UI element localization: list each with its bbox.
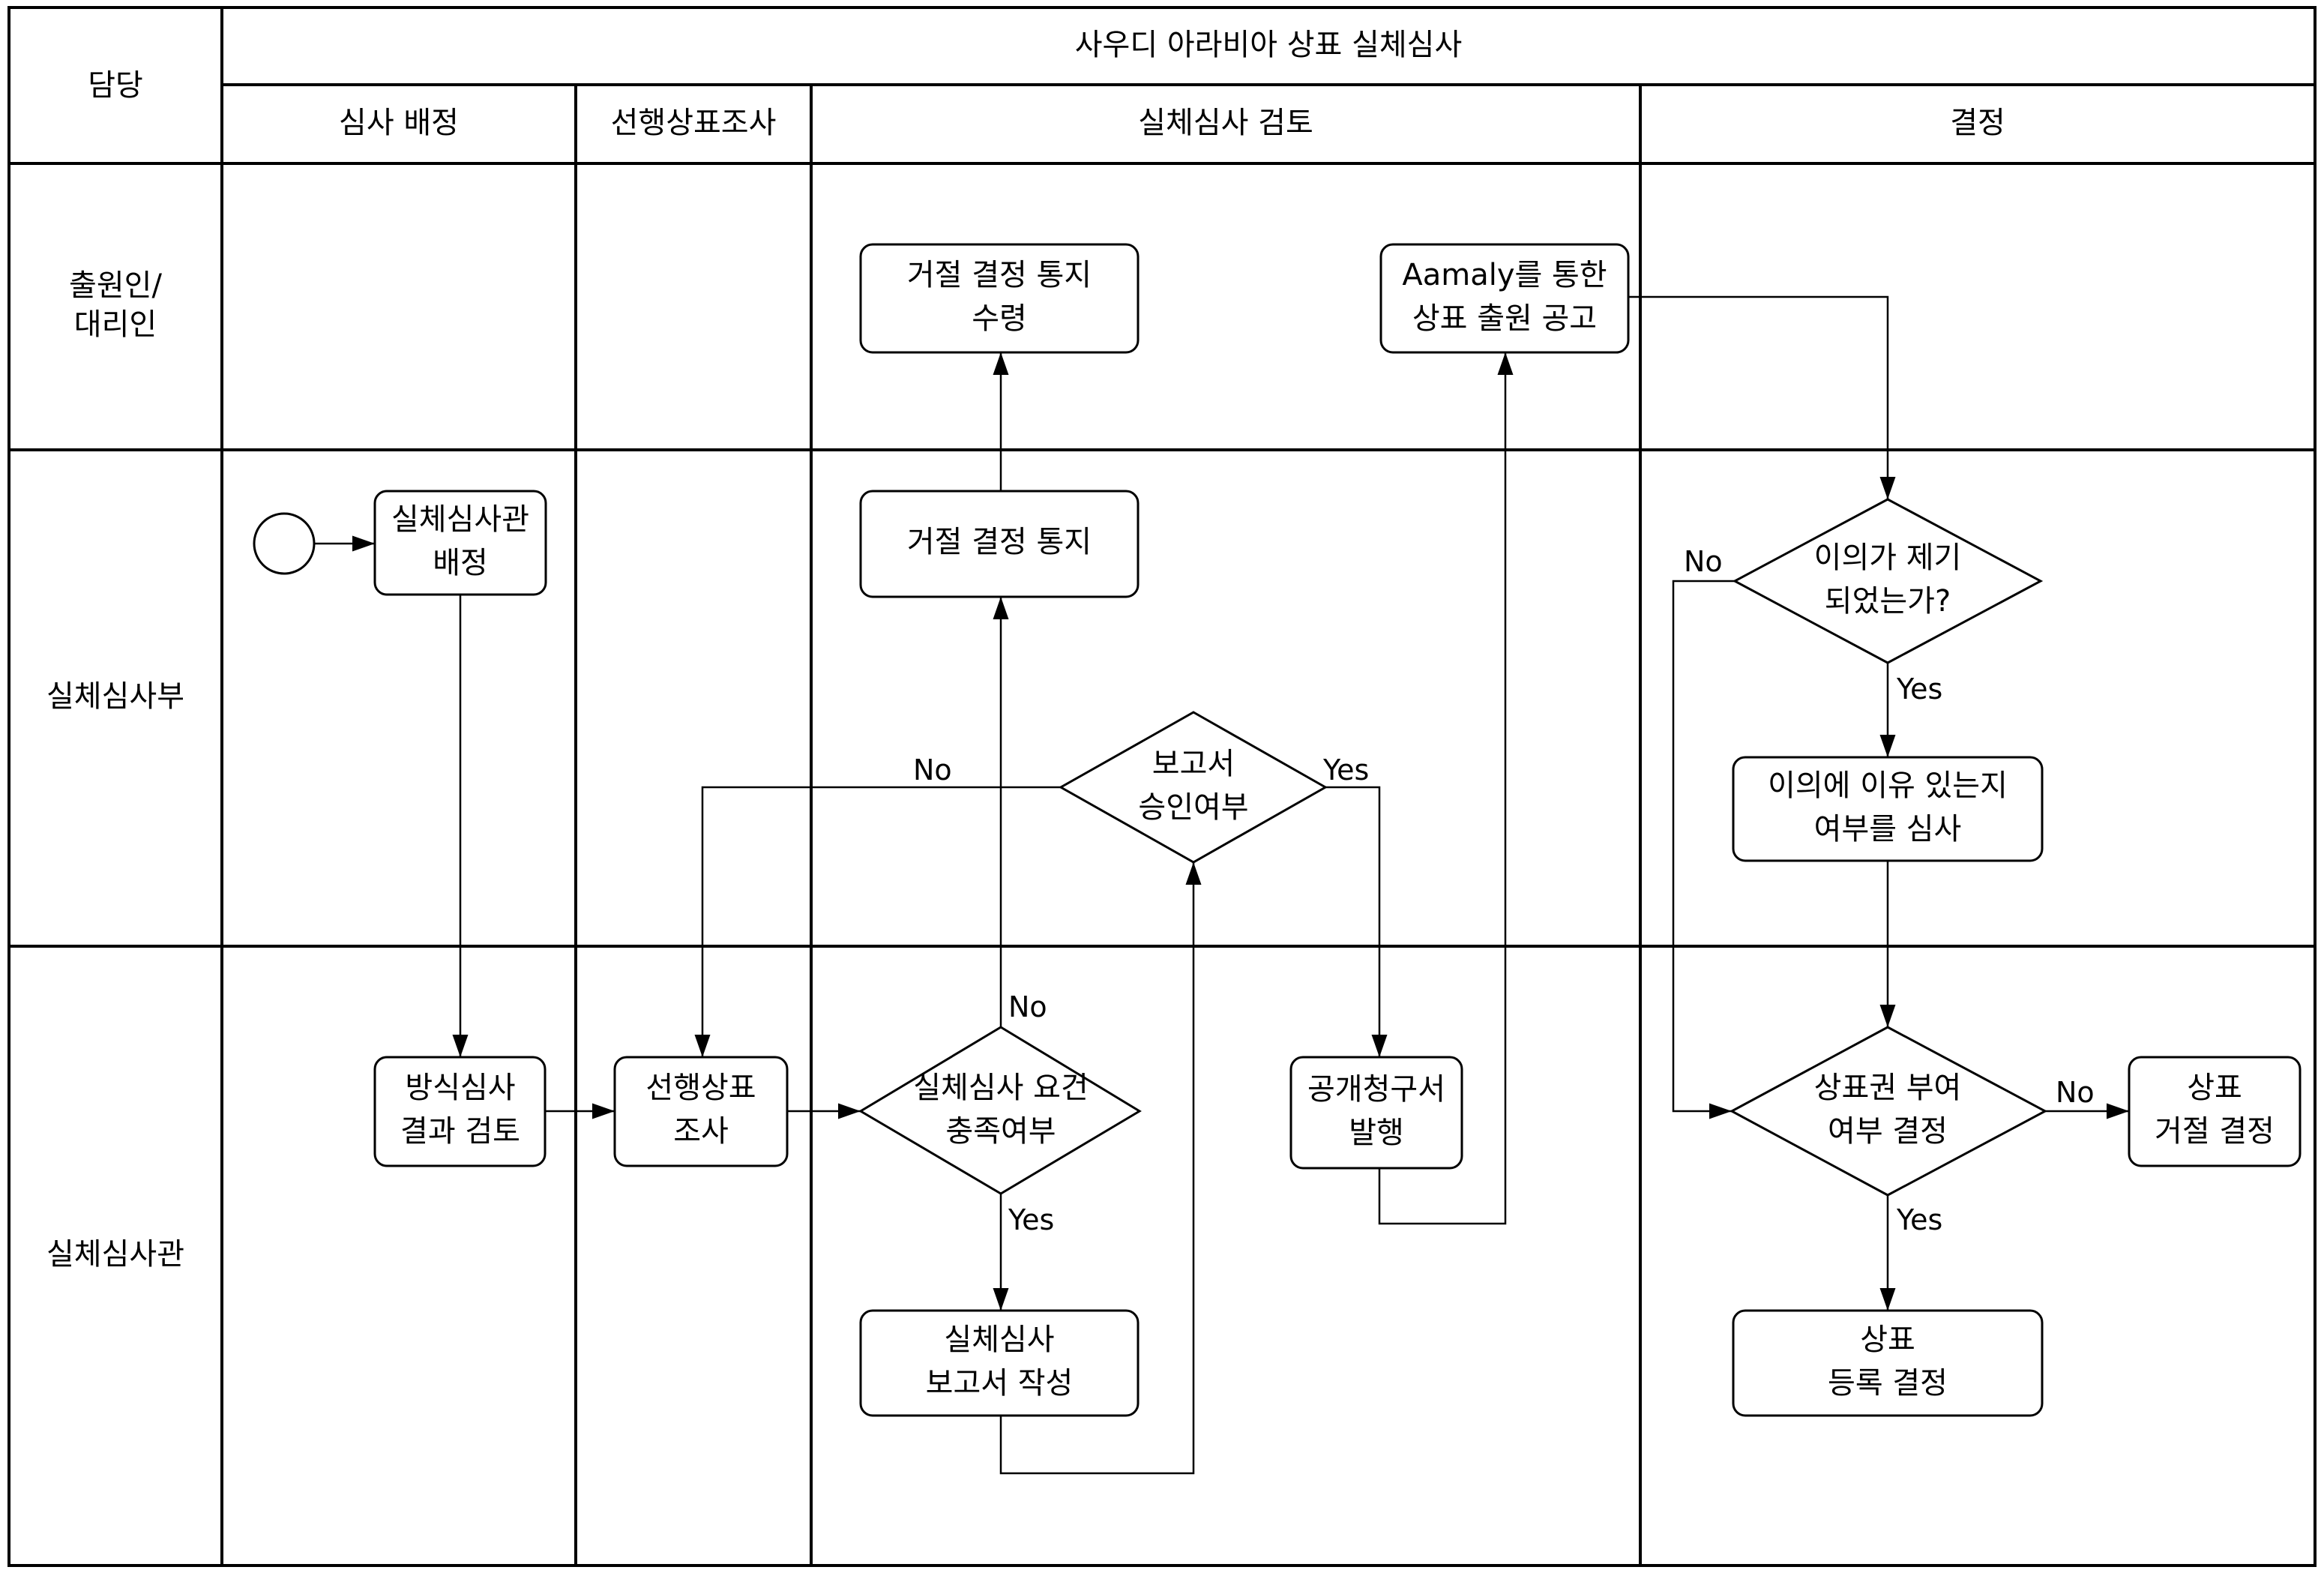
- label-grant-yes: Yes: [1896, 1203, 1942, 1236]
- label-requirements-yes: Yes: [1008, 1203, 1054, 1236]
- connector-opposition-no: [1672, 580, 1735, 1119]
- node-grant-decision-diamond: [1729, 1026, 2048, 1197]
- node-reject-receipt-box: [859, 243, 1140, 354]
- start-event: [253, 512, 316, 575]
- node-registration-decision-box: [1732, 1309, 2044, 1417]
- phase-header-assignment: 심사 배정: [339, 106, 459, 140]
- lane-label-examination-dept: 실체심사부: [46, 679, 184, 714]
- lane-label-applicant: 출원인/대리인: [69, 268, 162, 342]
- connectors: [315, 295, 2129, 1475]
- node-write-report-box: [859, 1309, 1140, 1417]
- node-refusal-decision-box: [2128, 1056, 2302, 1167]
- phase-header-decision: 결정: [1950, 106, 2005, 140]
- node-prior-search-box: [613, 1056, 789, 1167]
- label-approval-yes: Yes: [1322, 754, 1369, 786]
- node-requirements-met-diamond: [858, 1026, 1142, 1195]
- node-report-approval-diamond: [1058, 711, 1328, 864]
- phase-header-prior-search: 선행상표조사: [611, 106, 777, 140]
- node-reject-notice: 거절 결정 통지: [907, 525, 1092, 559]
- node-opposition-filed-diamond: [1732, 498, 2044, 664]
- connector-request-to-aamaly: [1378, 352, 1514, 1225]
- table-grid: [7, 6, 2317, 1567]
- connector-report-to-approval: [999, 862, 1202, 1475]
- role-header: 담당: [88, 68, 143, 103]
- lane-label-examiner: 실체심사관: [46, 1237, 184, 1272]
- node-aamaly-publication-box: [1379, 243, 1630, 354]
- node-review-opposition-box: [1732, 756, 2044, 862]
- phase-header-substantive-review: 실체심사 검토: [1138, 106, 1313, 140]
- label-requirements-no: No: [1008, 990, 1047, 1023]
- label-opposition-no: No: [1684, 545, 1723, 578]
- label-approval-no: No: [913, 754, 952, 786]
- node-assign-examiner-box: [373, 490, 547, 596]
- node-reject-notice-box: [859, 490, 1140, 598]
- connector-aamaly-to-opposition: [1628, 295, 1896, 499]
- node-formal-review-box: [373, 1056, 547, 1167]
- node-publication-request-box: [1289, 1056, 1463, 1170]
- label-grant-no: No: [2056, 1076, 2095, 1109]
- connector-approval-yes: [1325, 786, 1388, 1057]
- connector-approval-no: [694, 786, 1061, 1057]
- diagram-title: 사우디 아라비아 상표 실체심사: [1075, 28, 1463, 62]
- label-opposition-yes: Yes: [1896, 673, 1942, 706]
